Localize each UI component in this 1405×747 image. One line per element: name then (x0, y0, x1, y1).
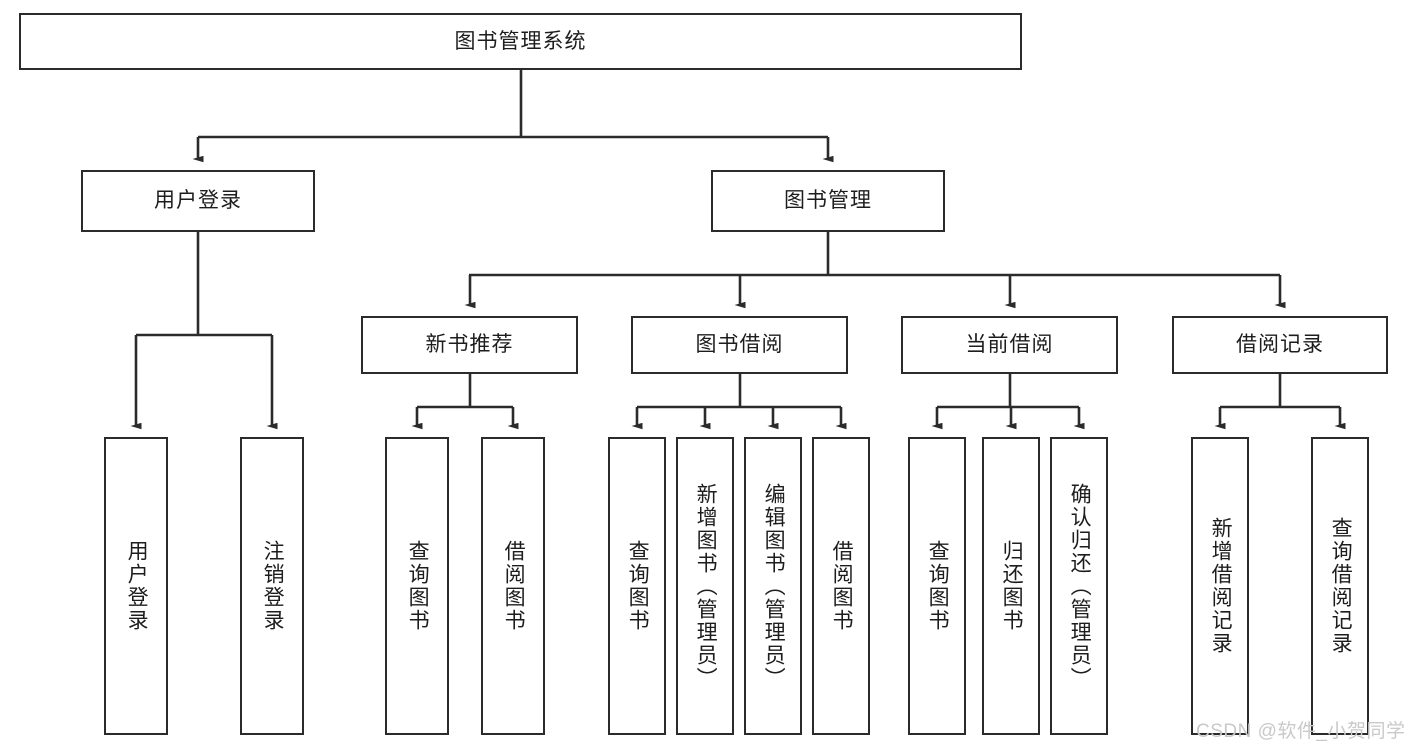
node-label: 注销登录 (261, 540, 285, 632)
node-label: 借阅图书 (830, 540, 854, 632)
node-label: 查询借阅记录 (1329, 517, 1353, 655)
node-records[interactable]: 借阅记录 (1172, 316, 1388, 374)
node-leaf-bo-add[interactable]: 新增图书（管理员） (676, 437, 734, 735)
node-label: 借阅图书 (502, 540, 526, 632)
node-leaf-user-login[interactable]: 用户登录 (104, 437, 168, 735)
node-leaf-re-query[interactable]: 查询借阅记录 (1311, 437, 1369, 735)
node-login[interactable]: 用户登录 (81, 170, 315, 232)
node-leaf-re-add[interactable]: 新增借阅记录 (1191, 437, 1249, 735)
node-current[interactable]: 当前借阅 (901, 316, 1118, 374)
node-leaf-cu-confirm[interactable]: 确认归还（管理员） (1050, 437, 1108, 735)
csdn-watermark: CSDN @软件_小贺同学 (1196, 721, 1405, 742)
node-label: 新书推荐 (425, 333, 514, 357)
node-leaf-nb-query[interactable]: 查询图书 (385, 437, 449, 735)
node-label: 用户登录 (125, 540, 149, 632)
node-leaf-cu-return[interactable]: 归还图书 (982, 437, 1040, 735)
node-label: 新增借阅记录 (1209, 517, 1233, 655)
node-label: 图书管理系统 (454, 29, 587, 53)
node-label: 查询图书 (406, 540, 430, 632)
node-label: 归还图书 (1000, 540, 1024, 632)
node-label: 查询图书 (626, 540, 650, 632)
node-label: 确认归还（管理员） (1068, 482, 1092, 690)
node-leaf-user-logout[interactable]: 注销登录 (240, 437, 304, 735)
node-label: 借阅记录 (1236, 333, 1324, 357)
node-leaf-nb-borrow[interactable]: 借阅图书 (481, 437, 545, 735)
node-newbook[interactable]: 新书推荐 (361, 316, 578, 374)
node-label: 用户登录 (154, 189, 242, 213)
node-label: 编辑图书（管理员） (762, 482, 786, 690)
node-leaf-bo-query[interactable]: 查询图书 (608, 437, 666, 735)
node-label: 图书借阅 (695, 333, 784, 357)
node-bookmgmt[interactable]: 图书管理 (711, 170, 945, 232)
node-root[interactable]: 图书管理系统 (19, 13, 1022, 70)
node-label: 图书管理 (784, 189, 872, 213)
node-leaf-bo-borrow[interactable]: 借阅图书 (812, 437, 870, 735)
node-leaf-bo-edit[interactable]: 编辑图书（管理员） (744, 437, 802, 735)
node-borrow[interactable]: 图书借阅 (631, 316, 848, 374)
node-label: 当前借阅 (965, 333, 1054, 357)
node-leaf-cu-query[interactable]: 查询图书 (908, 437, 966, 735)
node-label: 新增图书（管理员） (694, 482, 718, 690)
node-label: 查询图书 (926, 540, 950, 632)
